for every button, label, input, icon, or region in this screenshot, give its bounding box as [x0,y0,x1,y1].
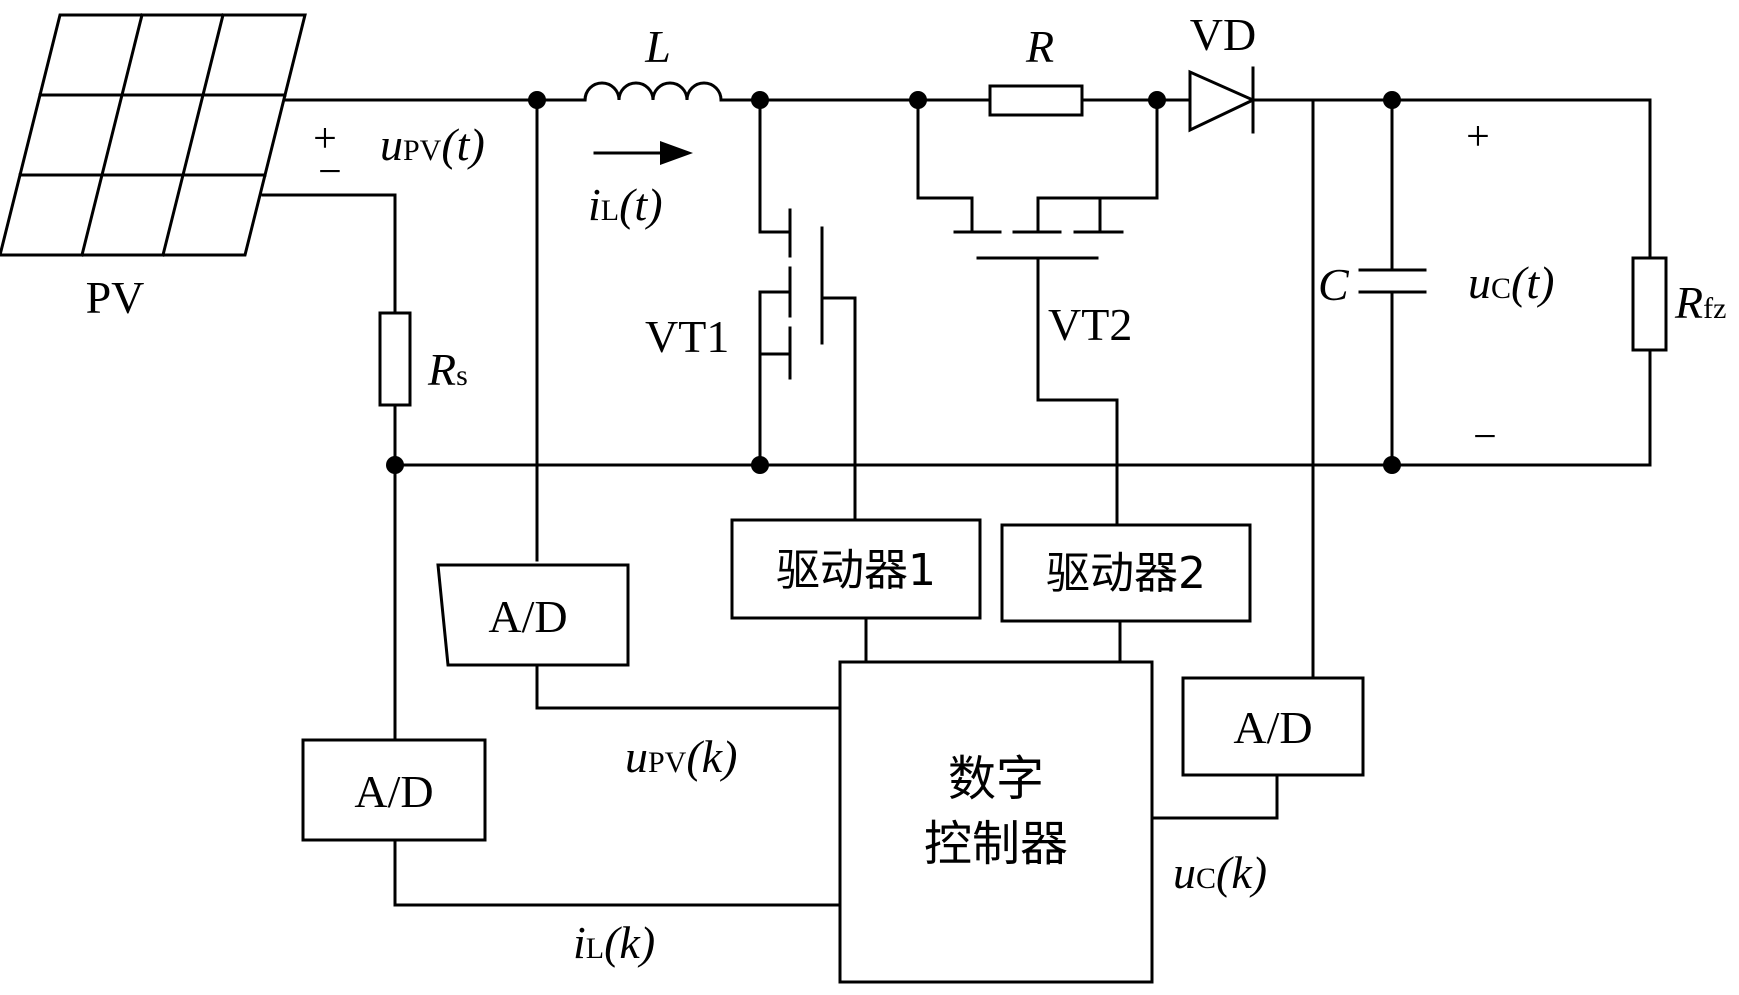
vt1-switch-icon [758,98,857,522]
vt1-label: VT1 [645,311,729,362]
u-pv-k-label: uPV(k) [625,731,737,782]
driver1-label: 驱动器1 [776,545,936,596]
u-c-t-label: uC(t) [1468,257,1554,308]
digital-controller-box [838,660,1154,984]
controller-label-line1: 数字 [948,751,1044,807]
i-l-t-label: iL(t) [588,179,663,230]
sense-resistor-label: Rs [427,344,468,395]
inductor-icon [583,81,762,102]
rs-branch-wires [261,193,397,742]
junction-dots [386,91,1401,474]
adc-upv-box [436,563,630,667]
output-minus-sign: − [1473,414,1497,460]
driver2-label: 驱动器2 [1046,548,1206,599]
current-arrow-icon [593,141,693,165]
control-wires [393,616,1279,907]
resistor-label: R [1025,21,1054,72]
u-pv-t-label: uPV(t) [380,119,485,170]
pv-minus-sign: − [318,149,342,195]
capacitor-label: C [1318,259,1350,310]
driver1-box [730,518,982,620]
adc-il-label: A/D [354,766,433,817]
capacitor-icon [1358,98,1427,467]
vt2-switch-icon [916,98,1159,527]
output-plus-sign: + [1466,114,1490,160]
adc-uc-label: A/D [1233,702,1312,753]
load-resistor-label: Rfz [1674,277,1726,328]
controller-label-line2: 控制器 [924,816,1068,872]
pv-label: PV [86,272,145,323]
sense-resistor-icon [378,311,412,407]
diode-label: VD [1190,9,1256,60]
diode-icon [1153,66,1257,134]
vt2-label: VT2 [1048,299,1132,350]
u-c-k-label: uC(k) [1173,847,1267,898]
adc-uc-box [1181,676,1365,777]
inductor-label: L [644,21,671,72]
pv-plus-sign: + [313,116,337,162]
adc-il-box [301,738,487,842]
adc-upv-label: A/D [488,591,567,642]
pv-panel-icon [0,13,307,257]
resistor-icon [988,84,1084,117]
load-resistor-icon [1631,256,1668,352]
driver2-box [1000,523,1252,623]
i-l-k-label: iL(k) [573,917,655,968]
